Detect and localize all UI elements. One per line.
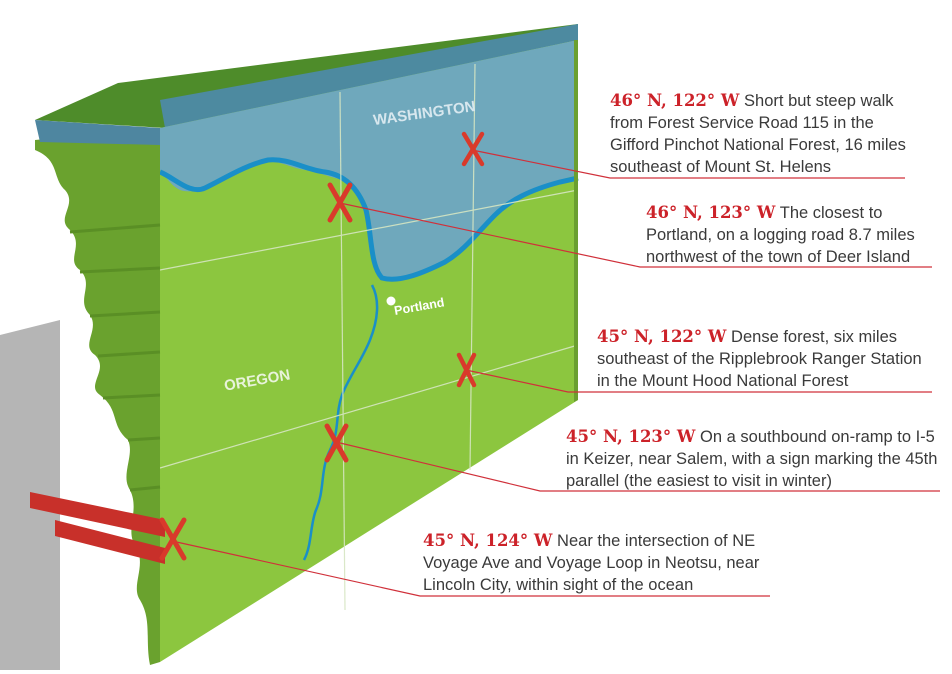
marker-45n-123w bbox=[324, 423, 349, 463]
callout-45n-122w: 45° N, 122° W Dense forest, six miles so… bbox=[597, 326, 937, 392]
callout-coord: 45° N, 122° W bbox=[597, 327, 727, 346]
callout-46n-122w: 46° N, 122° W Short but steep walk from … bbox=[610, 90, 910, 178]
callout-coord: 46° N, 122° W bbox=[610, 91, 740, 110]
callout-text: Dense forest, six miles southeast of the… bbox=[597, 328, 922, 390]
callout-46n-123w: 46° N, 123° W The closest to Portland, o… bbox=[646, 202, 936, 268]
callout-coord: 45° N, 124° W bbox=[423, 531, 553, 550]
callout-coord: 46° N, 123° W bbox=[646, 203, 776, 222]
coast-side bbox=[35, 128, 160, 665]
marker-45n-124w bbox=[159, 517, 187, 561]
callout-text: Near the intersection of NE Voyage Ave a… bbox=[423, 532, 760, 594]
coast-side-lines bbox=[69, 223, 161, 492]
marker-46n-123w bbox=[327, 182, 353, 223]
marker-46n-122w bbox=[461, 131, 485, 167]
parallel-band-lower bbox=[55, 520, 165, 564]
willamette-river bbox=[302, 284, 379, 561]
leader-lines bbox=[171, 149, 940, 597]
callout-text: On a southbound on-ramp to I-5 in Keizer… bbox=[566, 428, 938, 490]
water-top-face bbox=[160, 24, 578, 128]
portland-dot bbox=[386, 296, 396, 306]
callout-text: The closest to Portland, on a logging ro… bbox=[646, 204, 915, 266]
coast-top-lip bbox=[35, 120, 160, 145]
block-right-edge bbox=[574, 40, 578, 402]
callout-coord: 45° N, 123° W bbox=[566, 427, 696, 446]
grid-lines bbox=[159, 63, 579, 611]
parallel-band-upper bbox=[30, 492, 165, 537]
callout-45n-124w: 45° N, 124° W Near the intersection of N… bbox=[423, 530, 778, 596]
marker-45n-122w bbox=[456, 352, 477, 388]
callout-45n-123w: 45° N, 123° W On a southbound on-ramp to… bbox=[566, 426, 950, 492]
columbia-river bbox=[158, 157, 579, 282]
callout-text: Short but steep walk from Forest Service… bbox=[610, 92, 906, 176]
